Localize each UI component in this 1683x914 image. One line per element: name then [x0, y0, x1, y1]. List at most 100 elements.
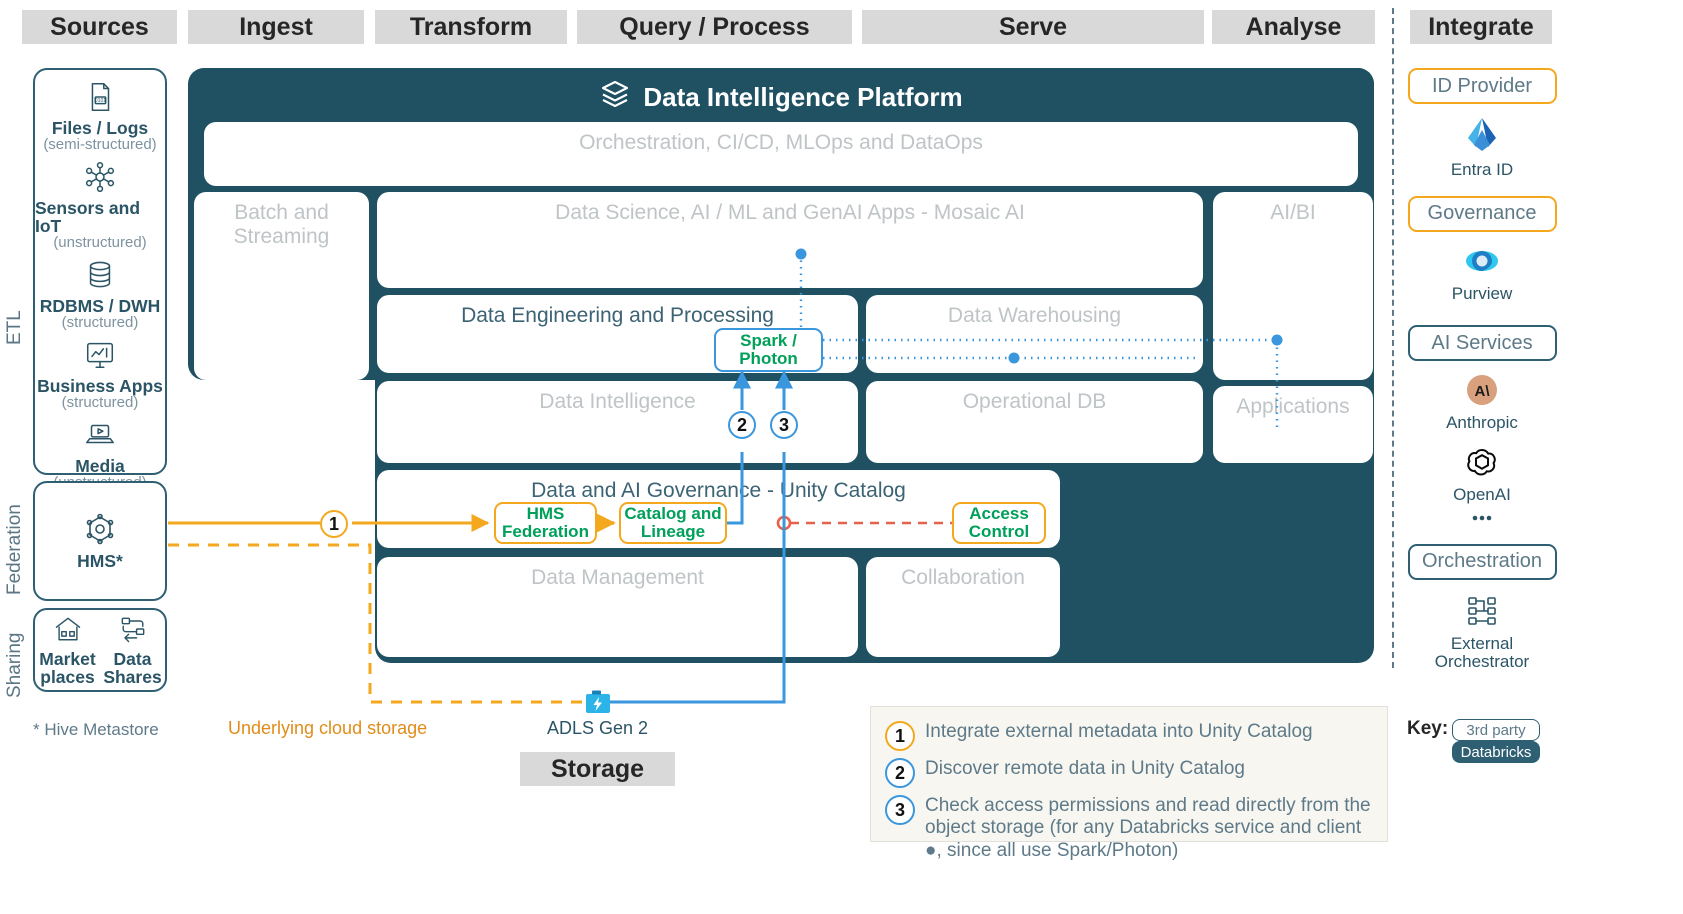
data-management-tile[interactable]: Data Management — [377, 557, 858, 657]
applications-tile[interactable]: Applications — [1213, 386, 1373, 463]
source-name: Business Apps — [37, 375, 163, 396]
orchestration-tile[interactable]: Orchestration, CI/CD, MLOps and DataOps — [204, 122, 1358, 186]
operational-db-tile[interactable]: Operational DB — [866, 381, 1203, 463]
integrate-pill-governance[interactable]: Governance — [1407, 195, 1557, 232]
source-name: Data Shares — [103, 649, 162, 688]
integrate-group-governance: Governance Purview — [1407, 195, 1557, 304]
integrate-item-label: Entra ID — [1450, 160, 1514, 179]
column-header-integrate: Integrate — [1410, 10, 1552, 44]
step-marker-1: 1 — [320, 510, 348, 538]
orchestration-label: Orchestration, CI/CD, MLOps and DataOps — [579, 131, 983, 154]
source-subtitle: (unstructured) — [53, 234, 147, 252]
integrate-item-label: Anthropic — [1446, 413, 1518, 433]
legend-text: Discover remote data in Unity Catalog — [925, 758, 1245, 779]
hms-federation-box[interactable]: HMS Federation — [494, 502, 597, 544]
entra-id-icon — [1462, 116, 1502, 159]
source-subtitle: (structured) — [61, 314, 139, 332]
legend-text: Check access permissions and read direct… — [925, 795, 1371, 861]
source-item-data-shares[interactable]: Data Shares — [103, 613, 163, 687]
source-item-sensors-and-iot[interactable]: Sensors and IoT(unstructured) — [35, 160, 165, 251]
cube-node-icon — [82, 511, 118, 552]
integrate-item-purview[interactable]: Purview — [1452, 244, 1512, 304]
collaboration-tile[interactable]: Collaboration — [866, 557, 1060, 657]
platform-title-row: Data Intelligence Platform — [188, 78, 1374, 116]
access-control-box[interactable]: Access Control — [952, 502, 1046, 544]
adls-label: ADLS Gen 2 — [546, 718, 649, 738]
legend-row-3: 3 Check access permissions and read dire… — [885, 795, 1373, 862]
integrate-item-openai[interactable]: OpenAI — [1453, 445, 1511, 505]
mosaic-ai-label: Data Science, AI / ML and GenAI Apps - M… — [555, 201, 1025, 224]
source-name: RDBMS / DWH — [39, 296, 161, 317]
source-name: HMS* — [77, 551, 123, 572]
legend-number: 1 — [885, 721, 915, 751]
batch-streaming-tile[interactable]: Batch and Streaming — [194, 192, 369, 380]
file-binary-icon: 0101 — [83, 80, 117, 119]
data-engineering-label: Data Engineering and Processing — [461, 304, 774, 327]
column-header-analyse: Analyse — [1212, 10, 1375, 44]
sharing-vertical-label: Sharing — [4, 632, 25, 698]
data-warehousing-label: Data Warehousing — [947, 304, 1122, 327]
integrate-item-external-orchestrator[interactable]: External Orchestrator — [1408, 592, 1556, 672]
column-header-sources: Sources — [22, 10, 177, 44]
data-warehousing-tile[interactable]: Data Warehousing — [866, 295, 1203, 373]
spark-photon-box[interactable]: Spark / Photon — [714, 328, 823, 372]
svg-text:0101: 0101 — [95, 98, 106, 104]
legend-panel: 1 Integrate external metadata into Unity… — [870, 706, 1388, 861]
collaboration-label: Collaboration — [901, 566, 1025, 589]
monitor-chart-icon — [83, 338, 117, 377]
source-item-business-apps[interactable]: Business Apps(structured) — [37, 338, 163, 411]
integrate-pill-orchestration[interactable]: Orchestration — [1407, 543, 1557, 580]
source-item-hms[interactable]: HMS* — [77, 511, 123, 572]
integrate-item-[interactable] — [1465, 511, 1499, 530]
source-name: Files / Logs — [51, 117, 149, 138]
databricks-logo-icon — [599, 78, 631, 117]
openai-icon — [1465, 445, 1499, 484]
integrate-item-anthropic[interactable]: A\ Anthropic — [1446, 373, 1518, 433]
key-third-party: 3rd party — [1452, 719, 1540, 741]
ai-bi-tile[interactable]: AI/BI — [1213, 192, 1373, 380]
legend-text: Integrate external metadata into Unity C… — [925, 721, 1313, 742]
catalog-lineage-box[interactable]: Catalog and Lineage — [619, 502, 727, 544]
key-databricks: Databricks — [1452, 741, 1540, 763]
integrate-divider — [1392, 8, 1394, 668]
batch-streaming-label: Batch and Streaming — [233, 201, 330, 248]
svg-text:A\: A\ — [1474, 383, 1490, 400]
data-management-label: Data Management — [531, 566, 704, 589]
iot-network-icon — [83, 160, 117, 199]
source-item-rdbms-dwh[interactable]: RDBMS / DWH(structured) — [39, 258, 161, 332]
marketplace-icon — [52, 613, 84, 650]
ellipsis-icon — [1465, 511, 1499, 530]
column-header-serve: Serve — [862, 10, 1204, 44]
source-item-market-places[interactable]: Market places — [38, 613, 98, 687]
integrate-group-orchestration: Orchestration External Orchestrator — [1407, 543, 1557, 672]
workflow-icon — [1464, 592, 1500, 633]
media-laptop-icon — [83, 418, 117, 457]
column-header-transform: Transform — [375, 10, 567, 44]
source-name: Media — [75, 455, 125, 476]
integrate-pill-ai-services[interactable]: AI Services — [1407, 325, 1557, 362]
legend-row-1: 1 Integrate external metadata into Unity… — [885, 721, 1373, 751]
integrate-item-entra-id[interactable]: Entra ID — [1451, 116, 1513, 180]
integrate-pill-id-provider[interactable]: ID Provider — [1407, 68, 1557, 104]
integrate-group-id-provider: ID Provider Entra ID — [1407, 68, 1557, 180]
data-intelligence-label: Data Intelligence — [539, 390, 696, 413]
integrate-item-label: OpenAI — [1453, 485, 1511, 505]
data-share-icon — [117, 613, 149, 650]
federation-vertical-label: Federation — [4, 504, 25, 596]
ai-bi-label: AI/BI — [1270, 201, 1316, 224]
sources-federation-panel[interactable]: HMS* — [33, 481, 167, 601]
column-header-ingest: Ingest — [188, 10, 364, 44]
step-marker-2: 2 — [728, 411, 756, 439]
hive-metastore-footnote: * Hive Metastore — [33, 720, 159, 739]
operational-db-label: Operational DB — [962, 390, 1107, 413]
integrate-item-label: Purview — [1451, 283, 1513, 303]
legend-number: 2 — [885, 758, 915, 788]
purview-icon — [1462, 244, 1502, 283]
anthropic-icon: A\ — [1465, 373, 1499, 412]
mosaic-ai-tile[interactable]: Data Science, AI / ML and GenAI Apps - M… — [377, 192, 1203, 288]
